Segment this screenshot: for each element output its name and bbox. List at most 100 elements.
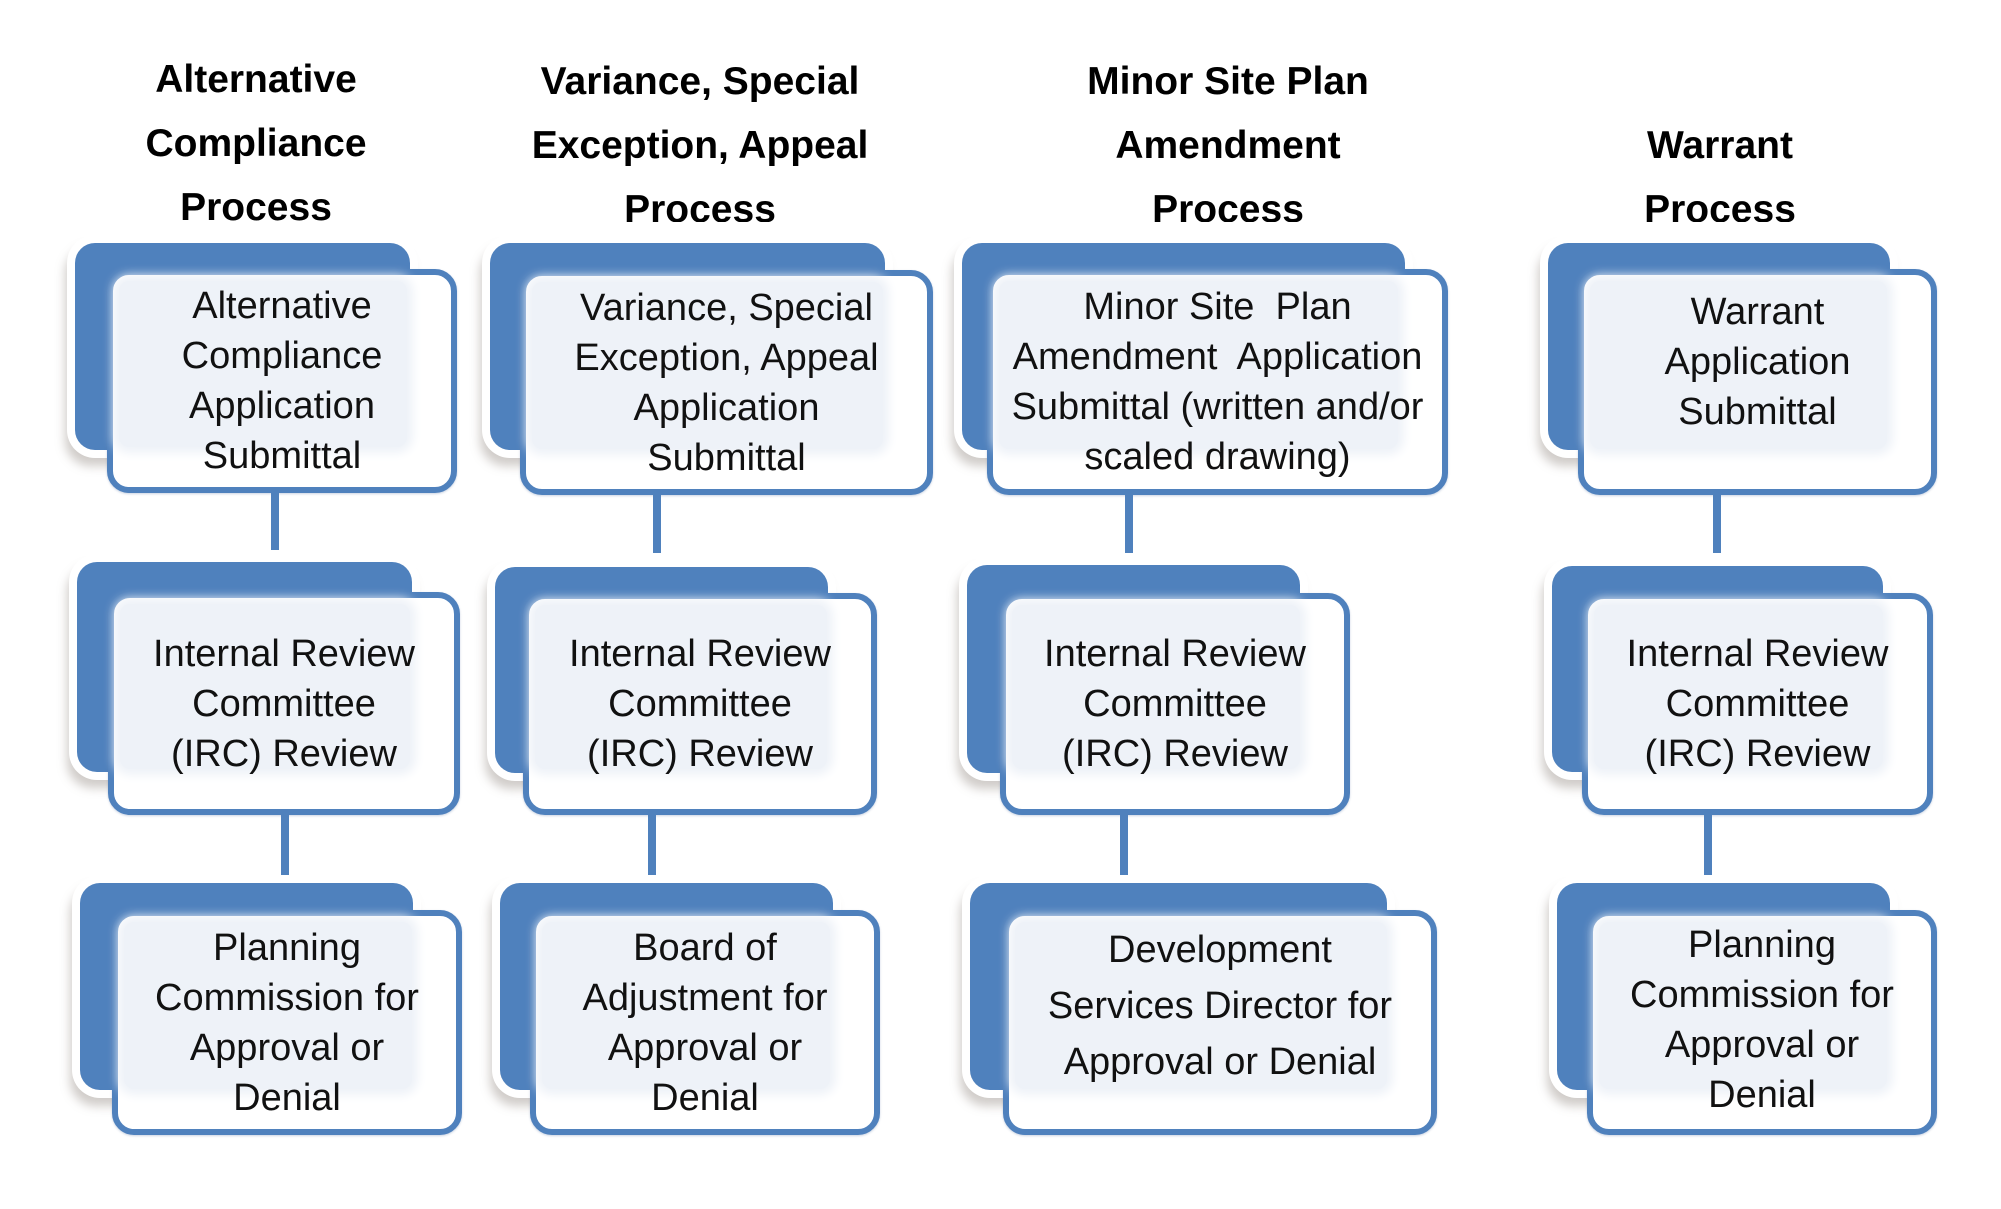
step-label-line: (IRC) Review: [171, 732, 397, 775]
step-label-line: Board of: [633, 926, 777, 969]
step-box-tint: [1594, 605, 1883, 769]
step-label-line: Submittal (written and/or: [1011, 386, 1424, 428]
step-label-line: Denial: [1708, 1073, 1816, 1116]
step-label: Internal Review Committee (IRC) Review: [1588, 599, 1927, 809]
step-label-line: Committee: [608, 683, 792, 725]
step-label-line: Denial: [651, 1076, 759, 1119]
step-label: Internal Review Committee (IRC) Review: [1006, 599, 1344, 809]
step-box-tint: [1590, 281, 1887, 449]
step-label: Minor Site Plan Amendment Application Su…: [993, 275, 1442, 489]
step-label-line: Warrant: [1690, 291, 1825, 333]
step-label-line: Approval or: [189, 1026, 385, 1069]
step-box-tint: [1012, 605, 1300, 769]
step-box-final-decision[interactable]: Planning Commission for Approval or Deni…: [112, 910, 462, 1135]
title-line: Amendment: [1115, 124, 1341, 167]
step-label-line: Submittal: [202, 435, 362, 477]
step-box-application-submittal[interactable]: Minor Site Plan Amendment Application Su…: [987, 269, 1448, 495]
column-title-variance-special-exception-appeal: Variance, Special Exception, Appeal Proc…: [520, 50, 880, 222]
connector-line: [1704, 815, 1712, 875]
step-label-line: Internal Review: [153, 632, 415, 675]
step-label: Planning Commission for Approval or Deni…: [1593, 910, 1931, 1129]
step-label-line: Compliance: [181, 335, 383, 377]
connector-line: [281, 815, 289, 878]
title-line: Process: [1644, 188, 1796, 222]
step-label-line: Internal Review: [1044, 633, 1306, 675]
step-box-irc-review[interactable]: Internal Review Committee (IRC) Review: [523, 593, 877, 815]
step-label-line: Alternative: [192, 285, 372, 327]
step-box-application-submittal[interactable]: Warrant Application Submittal: [1578, 269, 1937, 495]
step-box-irc-review[interactable]: Internal Review Committee (IRC) Review: [108, 592, 460, 815]
step-box-tint: [532, 282, 883, 449]
connector-line: [1120, 815, 1128, 878]
column-title-alternative-compliance: Alternative Compliance Process: [106, 48, 406, 222]
title-line: [1560, 50, 1880, 114]
step-label-line: (IRC) Review: [1644, 733, 1871, 775]
step-label-line: Services Director for: [1047, 984, 1393, 1027]
step-box-final-decision[interactable]: Board of Adjustment for Approval or Deni…: [530, 910, 880, 1135]
step-box-tint: [120, 604, 410, 769]
step-label-line: Planning: [1688, 923, 1836, 966]
step-label-line: Approval or: [1664, 1023, 1860, 1066]
step-label-line: Submittal: [1678, 391, 1837, 433]
title-line: Compliance: [145, 122, 367, 165]
step-label-line: Planning: [213, 926, 361, 969]
step-label-line: Committee: [1083, 683, 1267, 725]
title-line: Variance, Special: [540, 60, 860, 103]
step-box-tint: [1015, 922, 1387, 1089]
step-box-tint: [535, 605, 827, 769]
step-label: Warrant Application Submittal: [1584, 275, 1931, 449]
step-box-application-submittal[interactable]: Variance, Special Exception, Appeal Appl…: [520, 270, 933, 495]
step-label-line: (IRC) Review: [587, 733, 813, 775]
step-box-final-decision[interactable]: Development Services Director for Approv…: [1003, 910, 1437, 1135]
step-label: Variance, Special Exception, Appeal Appl…: [526, 276, 927, 489]
column-title-minor-site-plan-amendment: Minor Site Plan Amendment Process: [1048, 50, 1408, 222]
step-box-tint: [542, 922, 830, 1089]
step-label-line: Internal Review: [1626, 633, 1889, 675]
step-label-line: Application: [1664, 341, 1851, 383]
step-label-line: Committee: [1665, 683, 1850, 725]
connector-line: [1713, 495, 1721, 553]
connector-line: [653, 495, 661, 553]
step-label: Development Services Director for Approv…: [1009, 916, 1431, 1095]
step-label-line: (IRC) Review: [1062, 733, 1288, 775]
step-label-line: Approval or: [607, 1026, 803, 1069]
step-label: Internal Review Committee (IRC) Review: [529, 599, 871, 809]
step-box-final-decision[interactable]: Planning Commission for Approval or Deni…: [1587, 910, 1937, 1135]
step-label-line: Development: [1108, 928, 1332, 971]
step-label-line: Submittal: [647, 436, 806, 479]
step-label: Internal Review Committee (IRC) Review: [114, 598, 454, 809]
step-box-tint: [119, 281, 407, 447]
step-box-tint: [1599, 922, 1887, 1089]
title-line: Process: [1152, 188, 1304, 222]
title-line: Exception, Appeal: [531, 124, 869, 167]
step-label-line: Commission for: [1630, 973, 1894, 1016]
step-box-tint: [999, 281, 1398, 449]
title-line: Process: [624, 188, 776, 222]
title-line: Minor Site Plan: [1087, 60, 1369, 103]
connector-line: [648, 815, 656, 878]
step-label-line: Approval or Denial: [1063, 1040, 1377, 1083]
step-label-line: Minor Site Plan: [1083, 286, 1352, 328]
step-label-line: Variance, Special: [580, 286, 873, 329]
connector-line: [271, 493, 279, 550]
title-line: Process: [180, 186, 332, 222]
step-label-line: scaled drawing): [1084, 436, 1351, 478]
step-label-line: Application: [189, 385, 375, 427]
step-label: Planning Commission for Approval or Deni…: [118, 916, 456, 1129]
step-box-irc-review[interactable]: Internal Review Committee (IRC) Review: [1582, 593, 1933, 815]
step-label-line: Amendment Application: [1012, 336, 1423, 378]
column-title-warrant: Warrant Process: [1560, 50, 1880, 222]
step-label-line: Internal Review: [569, 633, 831, 675]
step-label-line: Application: [633, 386, 820, 429]
step-label-line: Commission for: [155, 976, 419, 1019]
step-label-line: Denial: [233, 1076, 341, 1119]
step-label-line: Exception, Appeal: [574, 336, 879, 379]
connector-line: [1125, 495, 1133, 553]
step-box-irc-review[interactable]: Internal Review Committee (IRC) Review: [1000, 593, 1350, 815]
step-label: Board of Adjustment for Approval or Deni…: [536, 916, 874, 1129]
step-label: Alternative Compliance Application Submi…: [113, 275, 451, 487]
title-line: Warrant: [1647, 124, 1793, 167]
step-box-tint: [124, 922, 412, 1089]
step-label-line: Committee: [192, 682, 376, 725]
step-box-application-submittal[interactable]: Alternative Compliance Application Submi…: [107, 269, 457, 493]
